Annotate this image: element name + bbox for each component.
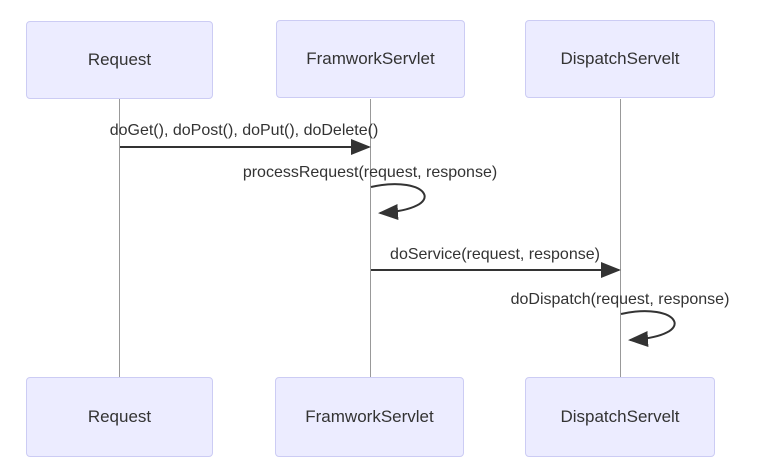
participant-box-dispatchservelt-top: DispatchServelt (525, 20, 715, 98)
participant-box-request-top: Request (26, 21, 213, 99)
participant-label: DispatchServelt (560, 407, 680, 426)
participant-label: Request (87, 407, 152, 426)
message-label-doget: doGet(), doPost(), doPut(), doDelete() (109, 122, 379, 139)
self-loop-dodispatch (620, 310, 676, 347)
participant-label: Request (87, 50, 152, 69)
participant-box-request-bottom: Request (26, 377, 213, 457)
participant-label: DispatchServelt (560, 49, 680, 68)
participant-box-dispatchservelt-bottom: DispatchServelt (525, 377, 715, 457)
participant-label: FramworkServlet (306, 49, 435, 68)
participant-box-framworkservlet-bottom: FramworkServlet (275, 377, 464, 457)
participant-box-framworkservlet-top: FramworkServlet (276, 20, 465, 98)
self-loop-processrequest (370, 183, 426, 220)
message-label-processrequest: processRequest(request, response) (242, 164, 498, 181)
message-label-doservice: doService(request, response) (390, 246, 600, 263)
participant-label: FramworkServlet (305, 407, 434, 426)
message-label-dodispatch: doDispatch(request, response) (510, 291, 730, 308)
